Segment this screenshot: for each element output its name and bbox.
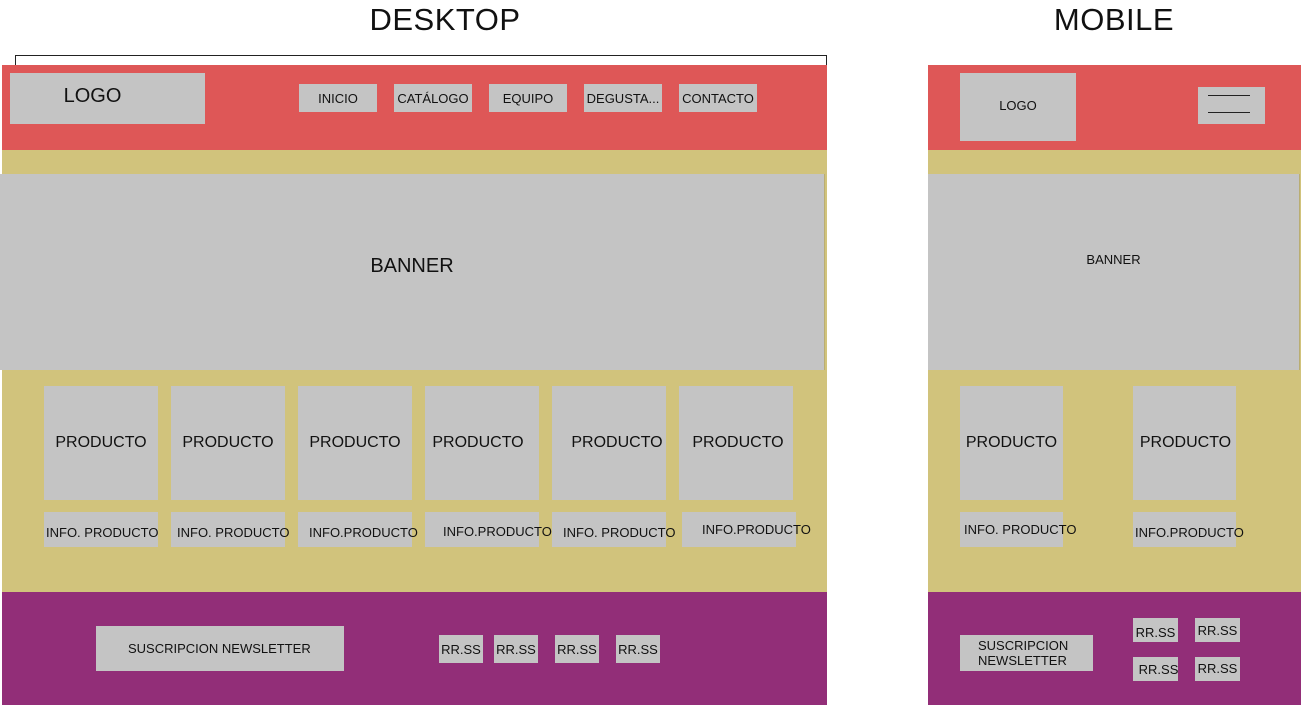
desktop-product-info: INFO. PRODUCTO [44,512,158,547]
desktop-product-info: INFO.PRODUCTO [682,512,811,547]
mobile-social-link[interactable]: RR.SS [1133,657,1178,681]
desktop-title: DESKTOP [369,2,521,37]
desktop-social-link[interactable]: RR.SS [555,635,599,663]
mobile-social-link[interactable]: RR.SS [1195,618,1240,642]
menu-line [1208,112,1250,113]
mobile-title: MOBILE [1053,2,1175,37]
desktop-nav-catalogo[interactable]: CATÁLOGO [394,84,472,112]
hamburger-menu-icon[interactable] [1198,87,1265,124]
desktop-frame-outline [15,55,827,66]
newsletter-label-line1: SUSCRIPCION [978,638,1069,653]
desktop-product-info: INFO.PRODUCTO [298,512,418,547]
mobile-banner[interactable]: BANNER [928,174,1300,370]
desktop-product-card[interactable]: PRODUCTO [679,386,793,500]
mobile-social-link[interactable]: RR.SS [1195,657,1240,681]
desktop-product-card[interactable]: PRODUCTO [44,386,158,500]
desktop-social-link[interactable]: RR.SS [439,635,483,663]
mobile-newsletter-button[interactable]: SUSCRIPCION NEWSLETTER [960,635,1093,671]
newsletter-label-line2: NEWSLETTER [978,653,1067,668]
desktop-product-card[interactable]: PRODUCTO [171,386,285,500]
mobile-product-info: INFO. PRODUCTO [960,512,1076,547]
mobile-product-info: INFO.PRODUCTO [1133,512,1244,547]
desktop-product-card[interactable]: PRODUCTO [425,386,539,500]
mobile-product-card[interactable]: PRODUCTO [1133,386,1236,500]
mobile-social-link[interactable]: RR.SS [1133,618,1178,642]
desktop-newsletter-button[interactable]: SUSCRIPCION NEWSLETTER [96,626,344,671]
desktop-social-link[interactable]: RR.SS [494,635,538,663]
desktop-product-info: INFO.PRODUCTO [425,512,552,547]
menu-line [1208,95,1250,96]
desktop-nav-degustaciones[interactable]: DEGUSTA... [584,84,662,112]
desktop-logo[interactable]: LOGO [10,73,205,124]
desktop-nav-contacto[interactable]: CONTACTO [679,84,757,112]
desktop-nav-inicio[interactable]: INICIO [299,84,377,112]
mobile-logo[interactable]: LOGO [960,73,1076,141]
desktop-product-info: INFO. PRODUCTO [171,512,289,547]
desktop-product-info: INFO. PRODUCTO [552,512,675,547]
desktop-social-link[interactable]: RR.SS [616,635,660,663]
desktop-banner[interactable]: BANNER [0,174,825,370]
mobile-product-card[interactable]: PRODUCTO [960,386,1063,500]
desktop-product-card[interactable]: PRODUCTO [552,386,666,500]
desktop-nav-equipo[interactable]: EQUIPO [489,84,567,112]
desktop-product-card[interactable]: PRODUCTO [298,386,412,500]
